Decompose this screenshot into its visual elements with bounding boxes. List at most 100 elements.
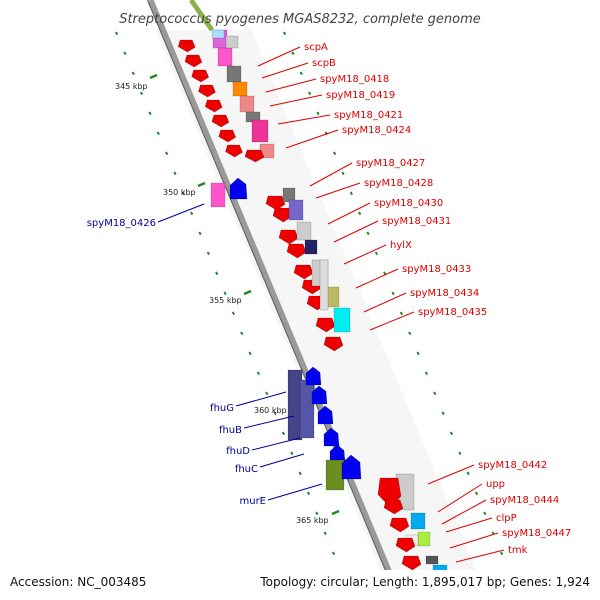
leader-line-forward — [355, 268, 399, 289]
gene-strip — [210, 182, 226, 208]
leader-line-forward — [455, 549, 505, 563]
leader-line-forward — [257, 46, 301, 67]
background-layer — [155, 30, 489, 600]
tick-dot — [316, 111, 320, 116]
gene-label-forward: scpB — [312, 58, 336, 69]
leader-line-forward — [261, 62, 309, 79]
gene-label-forward: spyM18_0427 — [356, 158, 425, 169]
tick-dot — [156, 131, 160, 136]
gene-arrow-reverse — [341, 454, 362, 480]
gene-arrow-forward — [323, 336, 344, 352]
tick-dot — [298, 471, 302, 476]
gene-arrow-forward — [244, 149, 265, 163]
gene-arrow-forward — [401, 555, 422, 571]
gene-strip — [232, 81, 248, 97]
gene-label-reverse: fhuB — [219, 425, 242, 436]
leader-line-reverse — [251, 437, 301, 451]
tick-dot — [323, 531, 327, 536]
gene-arrow-forward — [383, 499, 404, 515]
gene-label-forward: upp — [486, 479, 505, 490]
leader-line-forward — [427, 464, 475, 485]
gene-arrow-forward — [395, 537, 416, 553]
leader-line-forward — [437, 483, 483, 513]
tick-dot — [299, 71, 303, 76]
tick-dot — [449, 431, 454, 436]
gene-strip — [217, 47, 233, 67]
tick-dot — [273, 411, 277, 416]
footer: Accession: NC_003485 Topology: circular;… — [0, 570, 600, 600]
gene-label-forward: hylX — [390, 240, 412, 251]
tick-dot — [223, 291, 227, 296]
tick-dot — [466, 471, 470, 476]
leader-line-forward — [277, 114, 331, 125]
tick-dot — [424, 371, 429, 376]
tick-dot — [308, 91, 312, 96]
leader-line-forward — [269, 94, 323, 107]
leader-line-forward — [265, 78, 317, 93]
gene-label-reverse: fhuC — [235, 464, 258, 475]
gene-label-forward: spyM18_0444 — [490, 495, 559, 506]
tick-dot — [281, 431, 286, 436]
leader-line-forward — [315, 182, 361, 199]
tick-dot — [140, 91, 144, 96]
leader-line-reverse — [267, 483, 323, 501]
leader-line-forward — [441, 499, 487, 525]
leader-line-forward — [309, 162, 353, 187]
gene-arrow-reverse — [229, 177, 248, 200]
gene-arrow-forward — [198, 84, 216, 98]
genome-backbone — [146, 0, 404, 600]
tick-dot — [331, 551, 336, 556]
gene-strip — [296, 221, 312, 241]
gene-label-forward: tmk — [508, 545, 528, 556]
tick-dot — [148, 111, 152, 116]
backbone-edge — [146, 0, 399, 600]
tick-dot — [458, 451, 462, 456]
gene-arrow-forward — [265, 195, 286, 211]
tick-dot — [391, 291, 395, 296]
tick-dot — [265, 391, 269, 396]
tick-dot — [181, 191, 185, 196]
tick-dot — [474, 491, 479, 496]
gene-arrow-forward — [211, 114, 230, 128]
gene-label-reverse: fhuG — [210, 403, 234, 414]
tick-dot — [248, 351, 252, 356]
gene-label-forward: spyM18_0430 — [374, 198, 443, 209]
tick-dot — [315, 511, 319, 516]
gene-strip — [211, 29, 225, 39]
gene-label-reverse: spyM18_0426 — [87, 218, 156, 229]
tick-dot — [374, 251, 378, 256]
tick-dot — [433, 391, 437, 396]
gene-arrow-forward — [204, 99, 223, 113]
gene-strip — [239, 95, 255, 113]
tick-dot — [123, 51, 127, 56]
leader-line-reverse — [157, 203, 205, 223]
leader-line-reverse — [243, 415, 295, 429]
tick-dot — [198, 231, 202, 236]
gene-label-forward: spyM18_0434 — [410, 288, 479, 299]
leader-line-reverse — [259, 453, 305, 468]
tick-dot — [366, 231, 370, 236]
gene-strip — [319, 259, 329, 311]
gene-strip — [251, 119, 269, 143]
leader-line-forward — [333, 220, 379, 243]
backbone-top-feature — [188, 0, 215, 32]
map-title: Streptococcus pyogenes MGAS8232, complet… — [119, 12, 481, 27]
tick-label: 360 kbp — [254, 406, 287, 415]
tick-dot — [291, 51, 295, 56]
gene-arrow-forward — [315, 317, 336, 333]
gene-arrow-forward — [184, 54, 203, 68]
tick-dot — [383, 271, 387, 276]
tick-dot — [190, 211, 194, 216]
tick-dot — [231, 311, 236, 316]
leader-line-forward — [445, 517, 493, 533]
gene-strip — [304, 239, 318, 255]
tick-dot — [483, 511, 487, 516]
tick-dot — [282, 31, 287, 36]
tick-dot — [358, 211, 362, 216]
tick-dot — [240, 331, 244, 336]
backbone-line — [147, 0, 404, 600]
leader-line-reverse — [235, 391, 287, 407]
gene-label-forward: spyM18_0442 — [478, 460, 547, 471]
backdrop-band — [155, 30, 489, 600]
